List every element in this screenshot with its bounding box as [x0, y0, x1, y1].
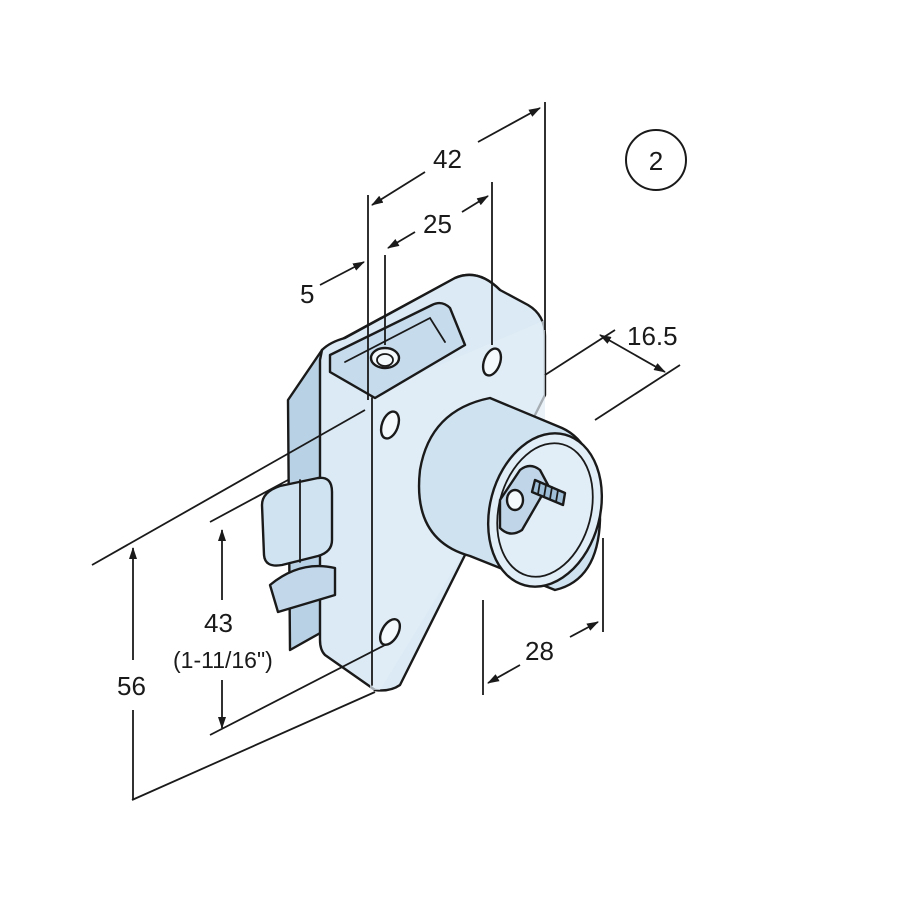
label-43-imperial: (1-11/16"): [173, 647, 273, 673]
dim-line-25a: [387, 231, 416, 249]
ext-line-165-b: [594, 364, 681, 421]
key-hole: [505, 488, 525, 512]
ext-line-43-top: [209, 479, 289, 523]
badge-number: 2: [649, 146, 663, 176]
lock-cylinder: [417, 396, 604, 592]
dimension-labels: 42 25 5 16.5 28 43 (1-11/16") 56: [117, 144, 678, 701]
label-42: 42: [433, 144, 462, 174]
dimension-lines: [91, 102, 681, 801]
top-screw-hole: [369, 346, 401, 370]
label-25: 25: [423, 209, 452, 239]
screw-thread: [537, 481, 559, 503]
label-28: 28: [525, 636, 554, 666]
top-slot-inner: [344, 316, 446, 363]
cylinder-face: [486, 432, 604, 588]
label-16-5: 16.5: [627, 321, 678, 351]
dim-line-28a: [487, 664, 521, 684]
lock-bolt: [260, 476, 337, 614]
label-43: 43: [204, 608, 233, 638]
label-56: 56: [117, 671, 146, 701]
dim-line-42b: [477, 107, 541, 143]
badge-circle: [625, 129, 687, 191]
screw-hole-upper-right: [481, 347, 503, 377]
ext-line-43-bottom: [209, 644, 386, 736]
top-slot: [328, 301, 467, 400]
bolt-upper: [260, 476, 334, 567]
bolt-lower: [268, 564, 337, 614]
item-number-badge: 2: [625, 129, 687, 191]
dim-line-165: [599, 334, 666, 373]
dim-line-25b: [461, 195, 489, 213]
ext-line-56-top: [91, 409, 366, 566]
top-screw-hole-inner: [376, 353, 394, 367]
label-5: 5: [300, 279, 314, 309]
screw-hole-upper-left: [379, 410, 401, 440]
ext-line-56-bottom: [131, 691, 376, 801]
dim-line-5: [319, 261, 365, 286]
dim-line-28b: [569, 621, 599, 638]
screw-hole-lower-left: [378, 618, 402, 646]
dim-line-42a: [371, 171, 426, 206]
